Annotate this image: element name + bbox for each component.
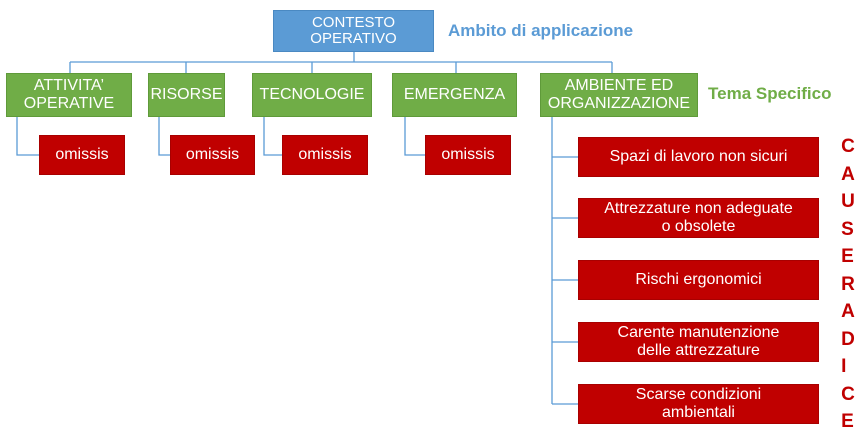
- child-connector: [158, 117, 170, 156]
- ambito-label: Ambito di applicazione: [448, 21, 634, 40]
- category-attivita-operative: ATTIVITA’ OPERATIVE: [6, 73, 132, 117]
- child-connector: [263, 117, 282, 156]
- cause-manutenzione: Carente manutenzione delle attrezzature: [578, 322, 819, 362]
- omissis-emergenza: omissis: [425, 135, 511, 175]
- category-tecnologie: TECNOLOGIE: [252, 73, 372, 117]
- cause-spazi-lavoro: Spazi di lavoro non sicuri: [578, 137, 819, 177]
- category-ambiente-organizzazione: AMBIENTE ED ORGANIZZAZIONE: [540, 73, 698, 117]
- category-risorse: RISORSE: [148, 73, 225, 117]
- omissis-tecnologie: omissis: [282, 135, 368, 175]
- omissis-risorse: omissis: [170, 135, 255, 175]
- category-emergenza: EMERGENZA: [392, 73, 517, 117]
- child-connector: [16, 117, 39, 156]
- omissis-attivita: omissis: [39, 135, 125, 175]
- root-node: CONTESTO OPERATIVO: [273, 10, 434, 52]
- cause-condizioni-ambientali: Scarse condizioni ambientali: [578, 384, 819, 424]
- child-connector: [404, 117, 425, 156]
- cause-rischi-ergonomici: Rischi ergonomici: [578, 260, 819, 300]
- tema-label: Tema Specifico: [708, 84, 832, 103]
- cause-attrezzature: Attrezzature non adeguate o obsolete: [578, 198, 819, 238]
